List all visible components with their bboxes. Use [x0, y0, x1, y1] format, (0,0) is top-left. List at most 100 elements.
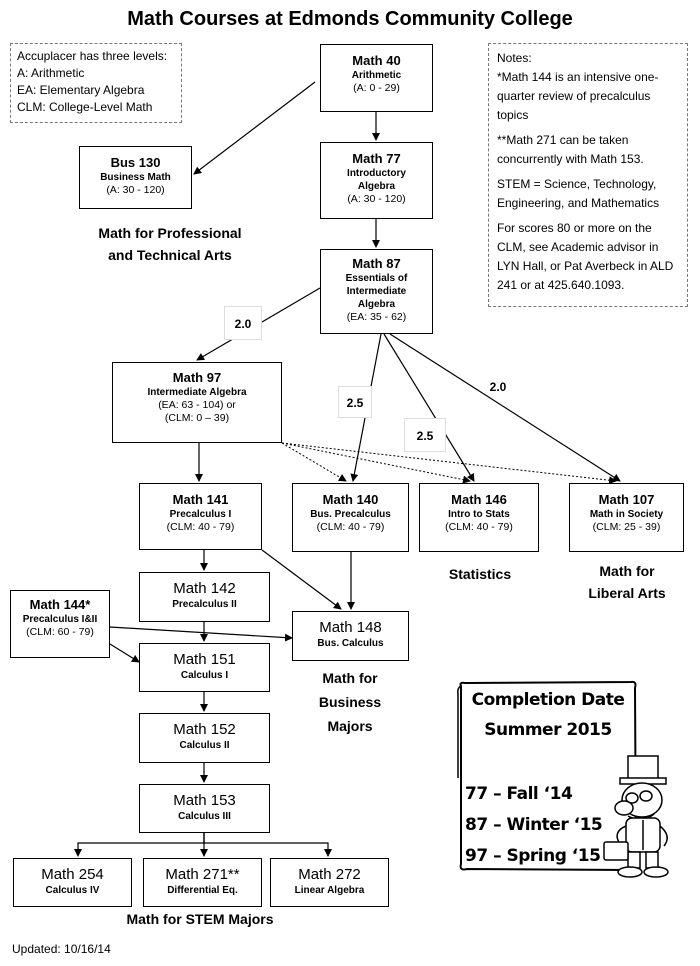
course-range: (A: 30 - 120) — [347, 193, 406, 205]
course-range: (CLM: 40 - 79) — [166, 521, 235, 533]
course-subtitle: Precalculus II — [172, 599, 237, 610]
category-statistics: Statistics — [448, 566, 512, 582]
gpa-label: 2.0 — [224, 306, 262, 340]
note-line: CLM: College-Level Math — [17, 100, 153, 114]
course-title: Math 146 — [451, 492, 507, 507]
accuplacer-note: Accuplacer has three levels: A: Arithmet… — [10, 43, 182, 123]
course-subtitle: Differential Eq. — [167, 885, 238, 896]
completion-item: 87 – Winter ‘15 — [465, 815, 603, 835]
updated-date: Updated: 10/16/14 — [12, 942, 111, 956]
course-title: Math 97 — [172, 370, 222, 385]
course-bus130: Bus 130 Business Math (A: 30 - 120) — [79, 146, 192, 209]
category-line: Majors — [327, 718, 373, 734]
course-math144: Math 144* Precalculus I&II (CLM: 60 - 79… — [10, 590, 110, 658]
course-title: Math 107 — [598, 492, 655, 507]
course-range: (CLM: 40 - 79) — [316, 521, 385, 533]
course-math87: Math 87 Essentials of Intermediate Algeb… — [320, 249, 433, 334]
course-math148: Math 148 Bus. Calculus — [292, 611, 409, 661]
arrow-144-to-148 — [109, 626, 293, 642]
category-line: Math for — [322, 670, 378, 686]
course-title: Math 272 — [298, 866, 361, 883]
category-line: Math for Professional — [98, 225, 242, 241]
course-title: Bus 130 — [110, 155, 161, 170]
category-liberal: Math for Liberal Arts — [570, 560, 684, 604]
category-line: Liberal Arts — [588, 585, 666, 601]
course-title: Math 87 — [352, 256, 401, 271]
note-item: *Math 144 is an intensive one-quarter re… — [497, 70, 659, 122]
completion-item: 97 – Spring ‘15 — [465, 846, 601, 866]
cartoon-character-illustration — [603, 755, 669, 878]
course-title: Math 271** — [165, 866, 240, 883]
category-line: Math for — [599, 563, 655, 579]
course-subtitle: Precalculus I — [169, 509, 232, 520]
course-subtitle: Intro to Stats — [448, 509, 510, 520]
course-range: (CLM: 60 - 79) — [26, 626, 94, 638]
category-business: Math for Business Majors — [300, 666, 400, 738]
completion-heading: Summer 2015 — [484, 720, 612, 740]
category-stem: Math for STEM Majors — [126, 911, 274, 927]
course-title: Math 77 — [352, 151, 401, 166]
course-title: Math 140 — [322, 492, 379, 507]
course-subtitle: Precalculus I&II — [22, 614, 98, 625]
course-math77: Math 77 Introductory Algebra (A: 30 - 12… — [320, 142, 433, 219]
course-title: Math 40 — [352, 53, 401, 68]
note-item: **Math 271 can be taken concurrently wit… — [497, 133, 644, 166]
course-title: Math 141 — [172, 492, 229, 507]
course-subtitle: Calculus IV — [45, 885, 100, 896]
course-range: (EA: 35 - 62) — [346, 311, 407, 323]
course-range: (A: 30 - 120) — [106, 184, 165, 196]
course-subtitle: Intermediate Algebra — [147, 387, 247, 398]
course-subtitle: Linear Algebra — [294, 885, 365, 896]
arrow-153-to-254 — [74, 833, 205, 857]
dotted-97-to-107 — [281, 442, 617, 485]
note-item: For scores 80 or more on the CLM, see Ac… — [497, 221, 674, 292]
course-math151: Math 151 Calculus I — [139, 643, 270, 692]
gpa-label: 2.5 — [404, 418, 446, 452]
course-title: Math 152 — [173, 721, 236, 738]
course-math141: Math 141 Precalculus I (CLM: 40 - 79) — [139, 483, 262, 550]
course-math271: Math 271** Differential Eq. — [143, 858, 262, 907]
notes-heading: Notes: — [497, 51, 532, 65]
page-title: Math Courses at Edmonds Community Colleg… — [127, 8, 573, 30]
course-title: Math 148 — [319, 619, 382, 636]
arrow-153-to-272 — [203, 833, 332, 857]
course-math146: Math 146 Intro to Stats (CLM: 40 - 79) — [419, 483, 539, 552]
arrow-87-to-107 — [389, 333, 621, 482]
course-subtitle: Math in Society — [589, 509, 664, 520]
course-subtitle: Arithmetic — [351, 70, 402, 81]
course-math142: Math 142 Precalculus II — [139, 572, 270, 622]
course-subtitle: Calculus II — [179, 740, 230, 751]
category-line: and Technical Arts — [108, 247, 232, 263]
gpa-label: 2.5 — [338, 386, 372, 418]
course-title: Math 254 — [41, 866, 104, 883]
course-range: (EA: 63 - 104) or — [158, 399, 236, 411]
completion-poster: Completion Date Summer 2015 77 – Fall ‘1… — [455, 678, 641, 874]
course-title: Math 153 — [173, 792, 236, 809]
course-title: Math 142 — [173, 580, 236, 597]
completion-item: 77 – Fall ‘14 — [465, 784, 573, 804]
arrow-40-to-bus130 — [193, 81, 316, 175]
note-line: EA: Elementary Algebra — [17, 83, 145, 97]
course-subtitle: Calculus I — [180, 670, 229, 681]
category-line: Business — [318, 694, 382, 710]
course-math97: Math 97 Intermediate Algebra (EA: 63 - 1… — [112, 362, 282, 443]
course-subtitle: Essentials of Intermediate Algebra — [345, 273, 408, 310]
course-range: (CLM: 0 – 39) — [164, 412, 230, 424]
course-subtitle: Business Math — [100, 172, 171, 183]
note-item: STEM = Science, Technology, Engineering,… — [497, 177, 660, 210]
course-subtitle: Calculus III — [178, 811, 231, 822]
course-range: (CLM: 25 - 39) — [592, 521, 661, 533]
course-title: Math 144* — [29, 597, 91, 612]
course-title: Math 151 — [173, 651, 236, 668]
arrow-144-to-151 — [109, 643, 140, 663]
dotted-97-to-140 — [281, 442, 347, 482]
arrow-87-to-146 — [383, 333, 475, 482]
course-subtitle: Introductory Algebra — [347, 168, 406, 192]
course-math107: Math 107 Math in Society (CLM: 25 - 39) — [569, 483, 684, 552]
course-math140: Math 140 Bus. Precalculus (CLM: 40 - 79) — [292, 483, 409, 552]
note-line: A: Arithmetic — [17, 66, 85, 80]
course-range: (A: 0 - 29) — [353, 82, 400, 94]
course-subtitle: Bus. Precalculus — [310, 509, 391, 520]
completion-heading: Completion Date — [471, 690, 625, 710]
